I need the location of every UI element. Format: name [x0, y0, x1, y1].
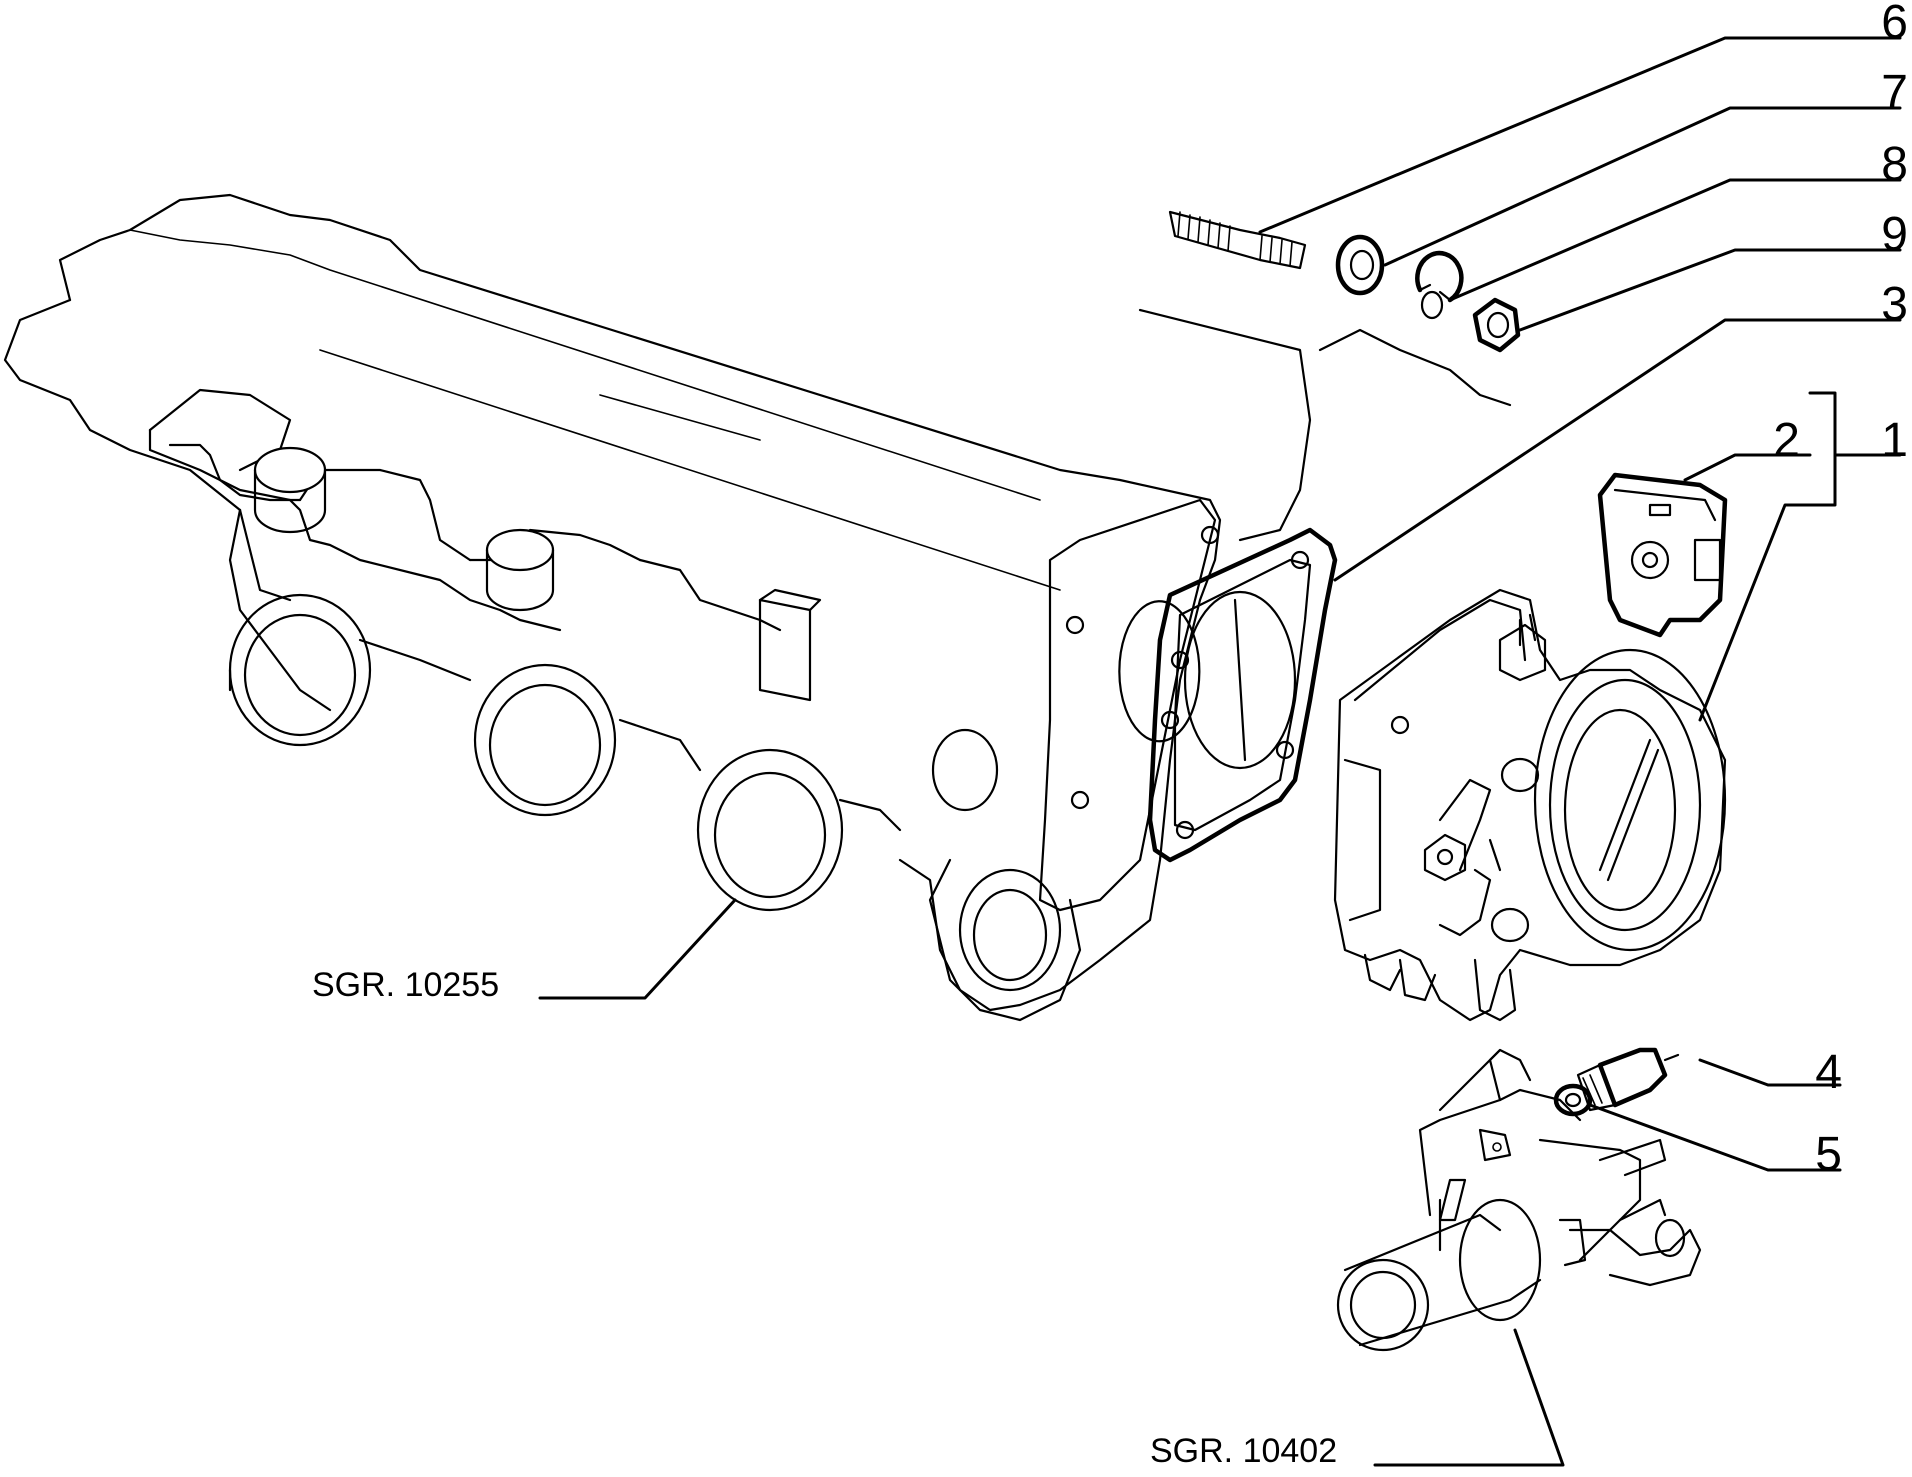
throttle-body — [1333, 588, 1727, 1022]
ref-thermostat: SGR. 10402 — [1150, 1432, 1337, 1470]
gasket — [1147, 527, 1338, 863]
callout-1: 1 — [1881, 414, 1908, 467]
reference-labels: SGR. 10255 SGR. 10402 — [312, 966, 1337, 1470]
callout-4: 4 — [1815, 1046, 1842, 1099]
temperature-sender — [1576, 1047, 1680, 1112]
runner-port-2 — [473, 663, 617, 817]
thermostat-housing — [1336, 1048, 1702, 1352]
stud-bolt — [1168, 210, 1307, 270]
section-cut-lines — [1138, 308, 1512, 542]
spring-washer — [1415, 250, 1464, 320]
callout-labels: 6 7 8 9 3 2 1 4 5 — [1773, 0, 1908, 1181]
callout-8: 8 — [1881, 138, 1908, 191]
runner-port-1 — [228, 593, 372, 747]
position-sensor — [1597, 472, 1728, 638]
intake-manifold — [3, 193, 1222, 1022]
ref-manifold: SGR. 10255 — [312, 966, 499, 1004]
hex-nut — [1472, 297, 1521, 353]
flat-washer — [1335, 234, 1385, 296]
callout-5: 5 — [1815, 1128, 1842, 1181]
callout-3: 3 — [1881, 278, 1908, 331]
leader-lines — [538, 36, 1902, 1467]
callout-7: 7 — [1881, 66, 1908, 119]
callout-6: 6 — [1881, 0, 1908, 49]
runner-port-3 — [696, 748, 844, 912]
callout-2: 2 — [1773, 414, 1800, 467]
callout-9: 9 — [1881, 208, 1908, 261]
